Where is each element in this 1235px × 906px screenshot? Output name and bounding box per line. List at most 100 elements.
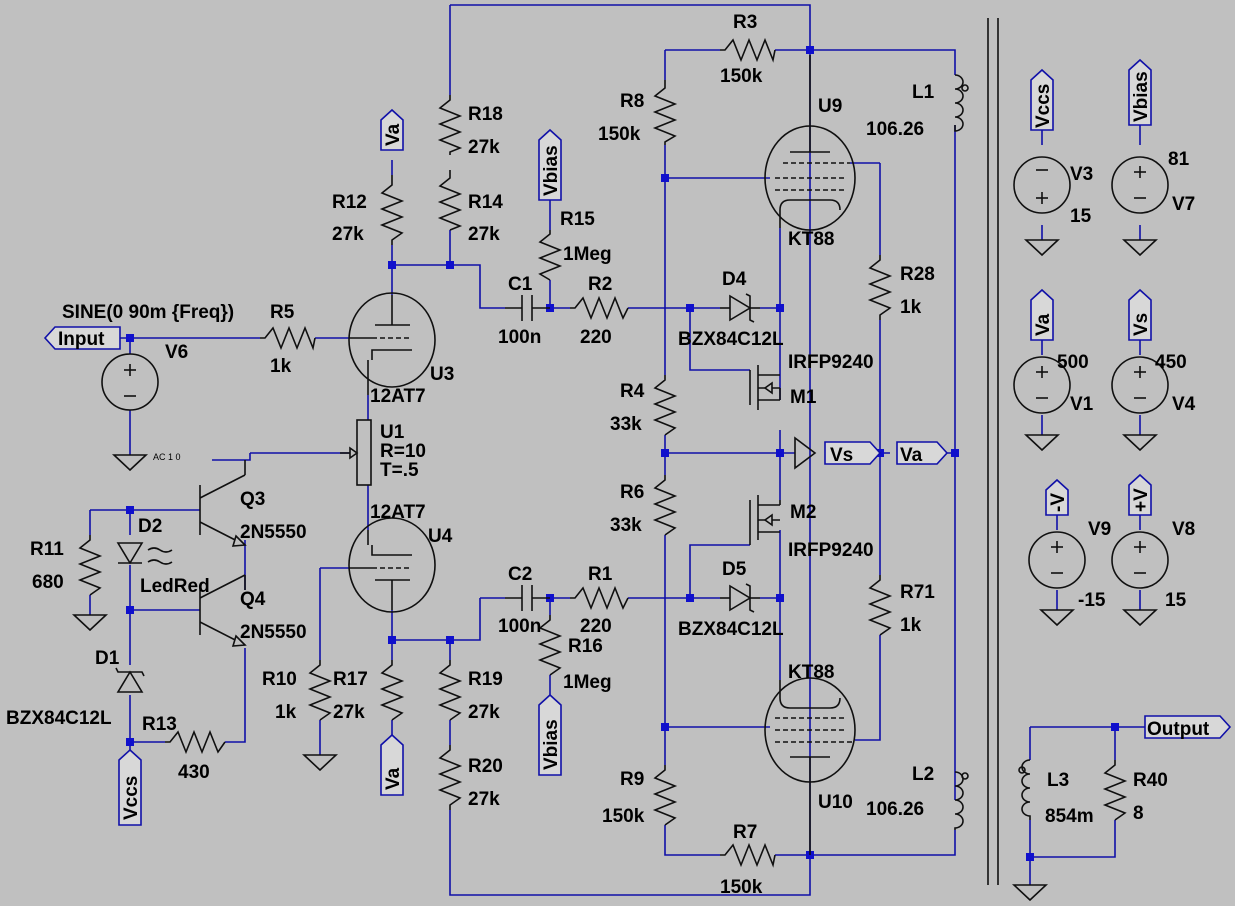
label-r28: R28 bbox=[900, 264, 935, 285]
resistor-r19 bbox=[437, 660, 463, 721]
label-u9: U9 bbox=[818, 96, 842, 117]
label-r11: R11 bbox=[30, 539, 64, 560]
resistor-r17 bbox=[379, 660, 405, 721]
value-r7: 150k bbox=[720, 877, 763, 898]
label-m1: M1 bbox=[790, 387, 817, 408]
value-c1: 100n bbox=[498, 327, 541, 348]
resistor-r5 bbox=[260, 325, 316, 351]
label-r7: R7 bbox=[733, 822, 757, 843]
label-r71: R71 bbox=[900, 582, 935, 603]
value-r71: 1k bbox=[900, 615, 922, 636]
label-v6: V6 bbox=[165, 342, 188, 363]
inductor-l1 bbox=[954, 74, 969, 132]
zener-diode-d1 bbox=[115, 667, 145, 693]
net-neg-v: -V bbox=[1048, 493, 1069, 512]
label-u1: U1 bbox=[380, 422, 405, 443]
value-r19: 27k bbox=[468, 702, 500, 723]
mosfet-m2 bbox=[749, 495, 781, 545]
ground-icon bbox=[1011, 884, 1049, 902]
resistor-r28 bbox=[867, 255, 893, 320]
triode-u4 bbox=[348, 517, 436, 613]
resistor-r71 bbox=[867, 575, 893, 636]
ground-icon bbox=[1121, 434, 1159, 452]
zener-diode-d5 bbox=[720, 583, 760, 613]
net-vbias-right: Vbias bbox=[1131, 71, 1152, 122]
resistor-r13 bbox=[165, 729, 226, 755]
label-r13: R13 bbox=[142, 714, 177, 735]
mosfet-m1 bbox=[749, 365, 781, 410]
value-d1: BZX84C12L bbox=[6, 708, 112, 729]
value-d4: BZX84C12L bbox=[678, 329, 784, 350]
value-u9: KT88 bbox=[788, 229, 834, 250]
ground-icon bbox=[1121, 609, 1159, 627]
label-l3: L3 bbox=[1047, 770, 1069, 791]
labels: R3 150k L1 106.26 R8 150k U9 KT88 R18 27… bbox=[6, 12, 1210, 898]
ground-icon bbox=[1023, 434, 1061, 452]
potentiometer-u1 bbox=[340, 419, 372, 486]
label-r1: R1 bbox=[588, 564, 613, 585]
resistor-r6 bbox=[652, 475, 678, 536]
value-r9: 150k bbox=[602, 806, 645, 827]
label-r40: R40 bbox=[1133, 770, 1168, 791]
label-r4: R4 bbox=[620, 381, 645, 402]
zener-diode-d4 bbox=[720, 293, 760, 323]
led-d2 bbox=[116, 542, 173, 565]
net-va-bottom: Va bbox=[383, 767, 404, 790]
label-r17: R17 bbox=[333, 669, 368, 690]
value-r12: 27k bbox=[332, 224, 364, 245]
label-r6: R6 bbox=[620, 482, 644, 503]
inductor-l3 bbox=[1018, 759, 1031, 820]
value-r18: 27k bbox=[468, 137, 500, 158]
value-r2: 220 bbox=[580, 327, 612, 348]
value-r16: 1Meg bbox=[563, 672, 612, 693]
value-r3: 150k bbox=[720, 66, 763, 87]
bjt-q4 bbox=[199, 574, 247, 647]
label-c2: C2 bbox=[508, 564, 532, 585]
label-l1: L1 bbox=[912, 82, 935, 103]
net-vccs-right: Vccs bbox=[1033, 84, 1054, 128]
ground-icon bbox=[301, 754, 339, 772]
net-vbias-bottom: Vbias bbox=[541, 719, 562, 770]
net-input: Input bbox=[58, 329, 105, 350]
value-v3: 15 bbox=[1070, 206, 1092, 227]
voltage-source-v1 bbox=[1013, 356, 1071, 414]
label-r16: R16 bbox=[568, 636, 603, 657]
label-r18: R18 bbox=[468, 104, 503, 125]
label-r20: R20 bbox=[468, 756, 503, 777]
value-r28: 1k bbox=[900, 297, 922, 318]
value-v9: -15 bbox=[1078, 590, 1106, 611]
label-v8: V8 bbox=[1172, 519, 1195, 540]
value-v8: 15 bbox=[1165, 590, 1187, 611]
label-m2-type: IRFP9240 bbox=[788, 540, 874, 561]
label-q4: Q4 bbox=[240, 589, 266, 610]
label-u1-t: T=.5 bbox=[380, 460, 419, 481]
ground-icon bbox=[71, 614, 109, 632]
label-r12: R12 bbox=[332, 192, 367, 213]
resistor-r9 bbox=[652, 765, 678, 826]
net-va-mid: Va bbox=[900, 445, 923, 466]
label-r9: R9 bbox=[620, 769, 644, 790]
value-r40: 8 bbox=[1133, 803, 1144, 824]
label-q3: Q3 bbox=[240, 489, 265, 510]
ground-symbols bbox=[71, 239, 1159, 902]
capacitor-c2 bbox=[505, 585, 550, 611]
resistor-r7 bbox=[720, 842, 776, 868]
label-d1: D1 bbox=[95, 648, 120, 669]
label-r14: R14 bbox=[468, 192, 503, 213]
diodes bbox=[115, 293, 760, 693]
value-r5: 1k bbox=[270, 356, 292, 377]
label-r8: R8 bbox=[620, 91, 644, 112]
label-u4-type: 12AT7 bbox=[370, 502, 426, 523]
net-va-right: Va bbox=[1033, 313, 1054, 336]
resistor-r3 bbox=[720, 37, 776, 63]
bjt-q3 bbox=[199, 460, 247, 547]
resistor-r20 bbox=[437, 745, 463, 810]
value-r15: 1Meg bbox=[563, 244, 612, 265]
resistor-r12 bbox=[379, 175, 405, 245]
value-r6: 33k bbox=[610, 515, 642, 536]
resistor-r14 bbox=[437, 170, 463, 231]
voltage-source-v3 bbox=[1013, 156, 1071, 214]
label-u10: U10 bbox=[818, 792, 853, 813]
value-v4: 450 bbox=[1155, 352, 1187, 373]
